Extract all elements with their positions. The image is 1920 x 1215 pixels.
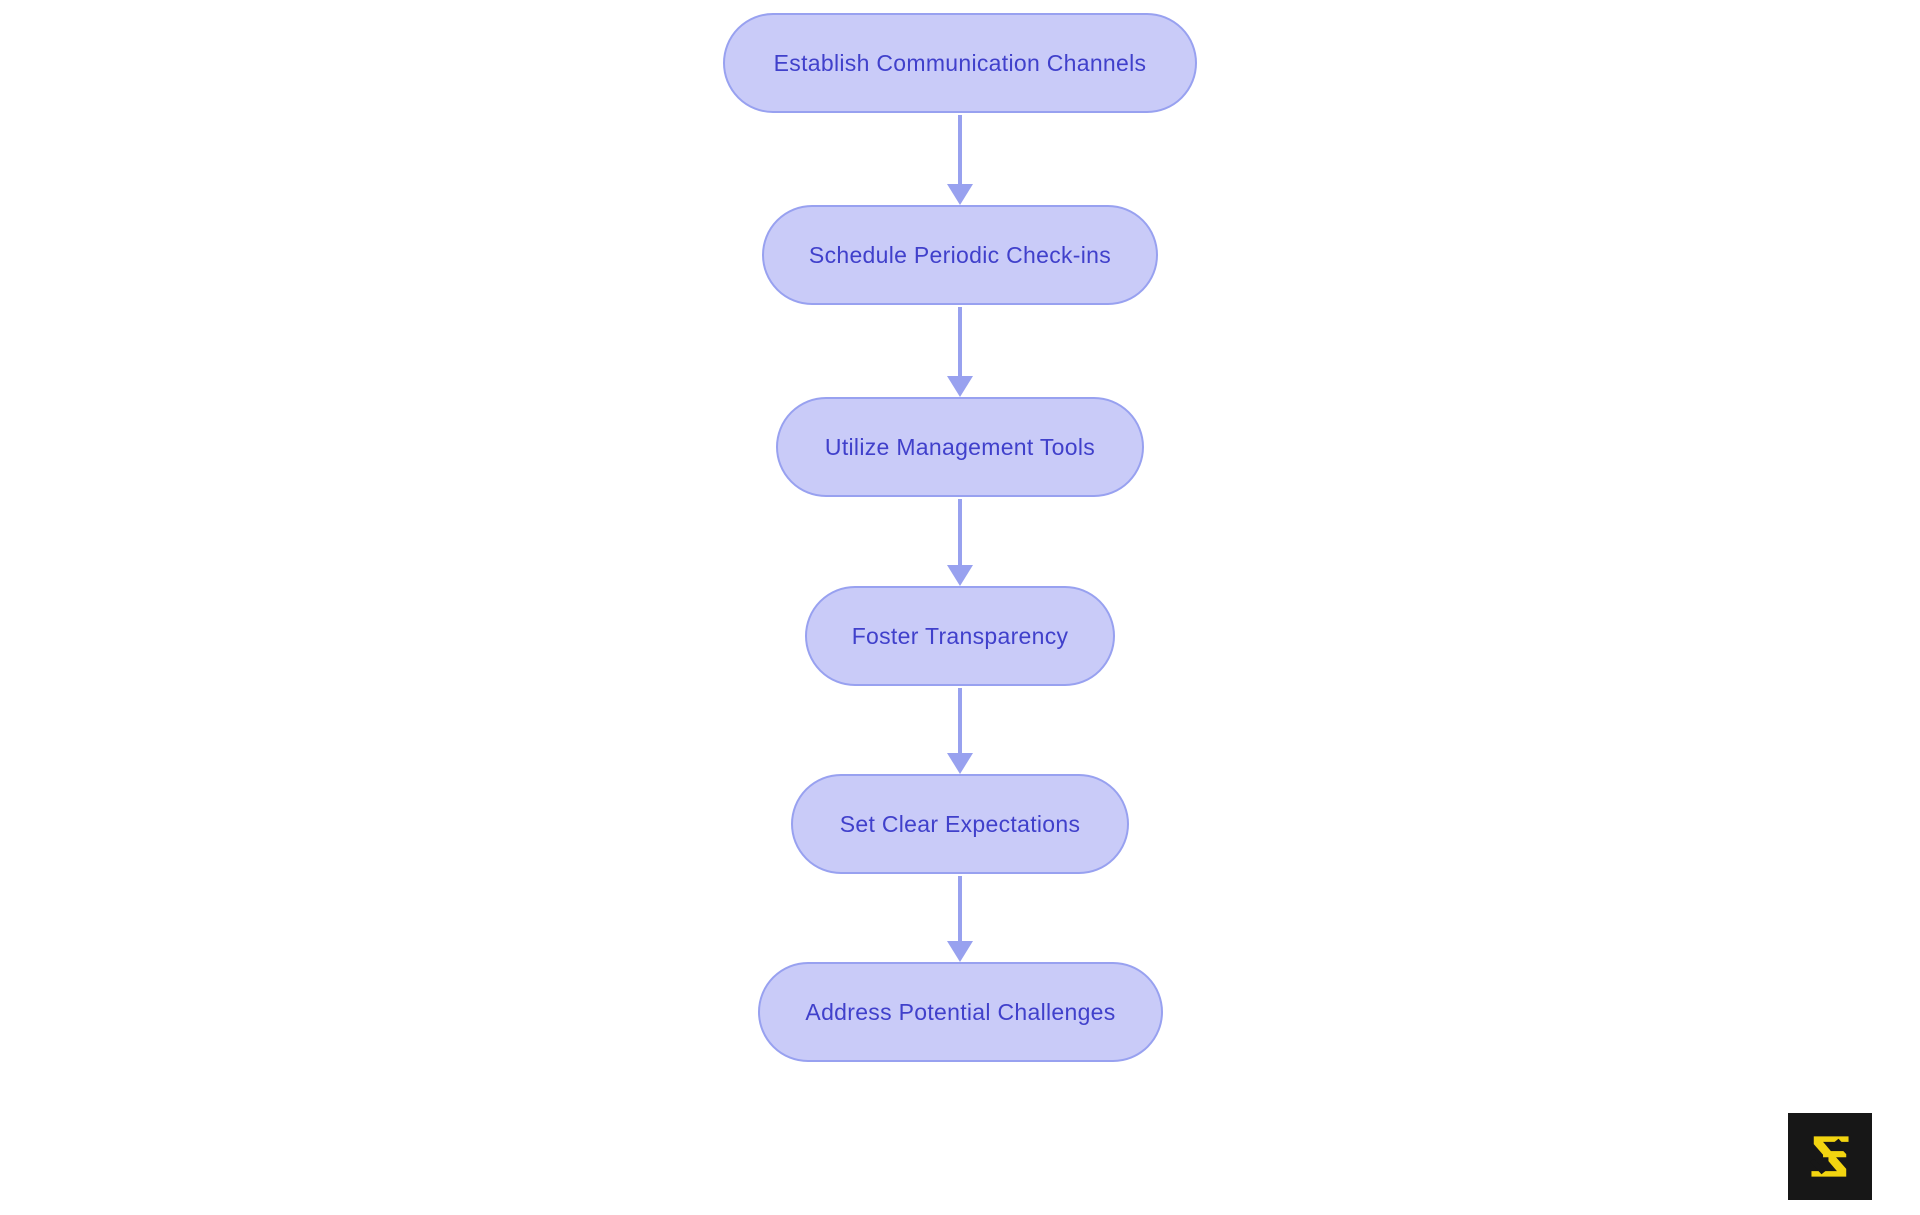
arrowhead-down-icon [947, 184, 973, 205]
connector-line [958, 499, 962, 568]
flow-node-label: Schedule Periodic Check-ins [808, 241, 1112, 268]
arrowhead-down-icon [947, 376, 973, 397]
flow-node-address-potential-challenges: Address Potential Challenges [758, 962, 1163, 1062]
flow-node-schedule-periodic-check-ins: Schedule Periodic Check-ins [762, 205, 1158, 305]
arrowhead-down-icon [947, 941, 973, 962]
connector-line [958, 876, 962, 944]
flow-node-label: Address Potential Challenges [805, 998, 1116, 1025]
arrowhead-down-icon [947, 565, 973, 586]
flow-node-set-clear-expectations: Set Clear Expectations [791, 774, 1129, 874]
connector-line [958, 115, 962, 187]
flow-node-label: Establish Communication Channels [773, 49, 1147, 76]
flow-node-label: Utilize Management Tools [824, 433, 1096, 460]
flow-node-label: Set Clear Expectations [839, 810, 1081, 837]
brand-logo [1788, 1113, 1872, 1200]
flow-node-establish-communication-channels: Establish Communication Channels [723, 13, 1197, 113]
arrowhead-down-icon [947, 753, 973, 774]
s-logo-icon [1809, 1136, 1851, 1177]
connector-line [958, 688, 962, 756]
connector-line [958, 307, 962, 379]
flow-node-utilize-management-tools: Utilize Management Tools [776, 397, 1144, 497]
flow-node-foster-transparency: Foster Transparency [805, 586, 1115, 686]
flow-node-label: Foster Transparency [851, 622, 1069, 649]
